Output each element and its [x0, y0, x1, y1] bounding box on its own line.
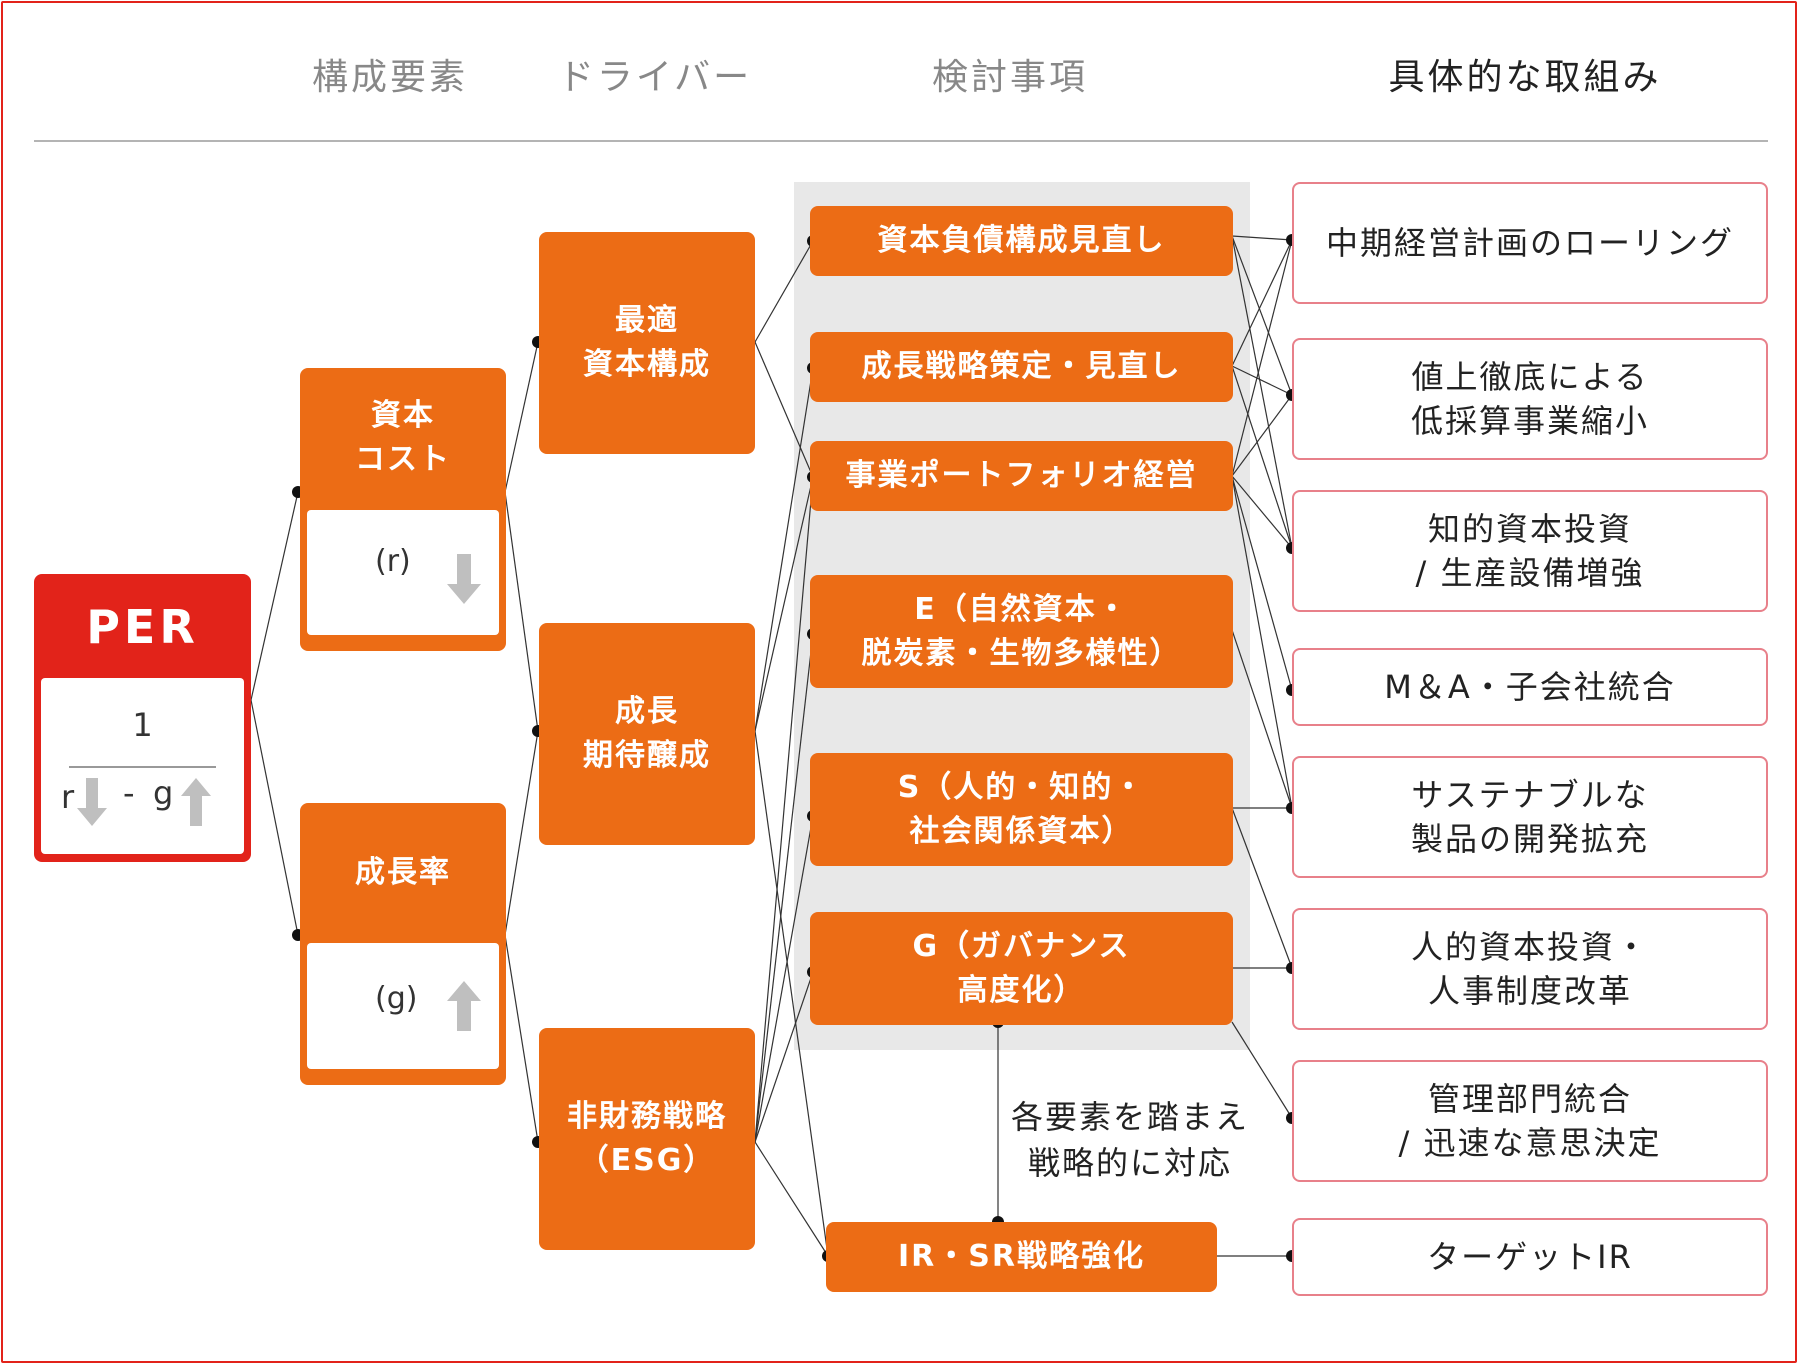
per-r: r — [61, 778, 75, 816]
initiative-price-increase: 値上徹底による 低採算事業縮小 — [1292, 338, 1768, 460]
consideration-label: 事業ポートフォリオ経営 — [845, 458, 1198, 493]
per-minus: - — [123, 774, 135, 812]
initiative-label: 低採算事業縮小 — [1410, 402, 1649, 440]
initiative-human-capital: 人的資本投資・ 人事制度改革 — [1292, 908, 1768, 1030]
consideration-label: IR・SR戦略強化 — [898, 1239, 1145, 1274]
initiative-sustainable-products: サステナブルな 製品の開発拡充 — [1292, 756, 1768, 878]
consideration-governance: G（ガバナンス 高度化） — [810, 912, 1233, 1025]
note-line: 各要素を踏まえ — [1010, 1098, 1249, 1136]
strategy-note: 各要素を踏まえ 戦略的に対応 — [1010, 1094, 1250, 1186]
initiative-label: 中期経営計画のローリング — [1325, 224, 1734, 262]
consideration-capital-debt: 資本負債構成見直し — [810, 206, 1233, 276]
driver-label: 資本構成 — [583, 347, 711, 382]
initiative-label: / 生産設備増強 — [1415, 554, 1645, 592]
driver-growth-expectation: 成長 期待醸成 — [539, 623, 755, 845]
driver-label: （ESG） — [578, 1143, 716, 1178]
initiative-mid-term-plan: 中期経営計画のローリング — [1292, 182, 1768, 304]
header-divider — [34, 140, 1768, 142]
consideration-label: 資本負債構成見直し — [877, 223, 1166, 258]
per-box: PER 1 r - g — [34, 574, 251, 862]
note-line: 戦略的に対応 — [1027, 1144, 1232, 1182]
up-arrow-icon — [447, 981, 481, 1031]
consideration-label: 成長戦略策定・見直し — [861, 349, 1182, 384]
initiative-admin-integration: 管理部門統合 / 迅速な意思決定 — [1292, 1060, 1768, 1182]
header-initiatives: 具体的な取組み — [1388, 57, 1662, 98]
driver-label: 非財務戦略 — [567, 1099, 727, 1134]
initiative-label: 値上徹底による — [1411, 358, 1649, 396]
consideration-label: S（人的・知的・ — [897, 769, 1146, 805]
header-considerations: 検討事項 — [931, 57, 1088, 98]
driver-label: 最適 — [615, 303, 679, 338]
initiative-label: 知的資本投資 — [1427, 510, 1632, 548]
driver-label: 期待醸成 — [583, 738, 711, 773]
consideration-portfolio: 事業ポートフォリオ経営 — [810, 441, 1233, 511]
component-var: (r) — [375, 544, 411, 579]
up-arrow-icon — [181, 778, 211, 826]
driver-non-financial: 非財務戦略 （ESG） — [539, 1028, 755, 1250]
per-numerator: 1 — [132, 706, 153, 744]
component-label: 成長率 — [355, 855, 451, 890]
consideration-label: 高度化） — [957, 972, 1086, 1008]
initiative-label: M＆A・子会社統合 — [1384, 668, 1676, 706]
initiative-label: ターゲットIR — [1427, 1238, 1633, 1276]
down-arrow-icon — [77, 778, 107, 826]
consideration-label: E（自然資本・ — [914, 591, 1129, 627]
component-var: (g) — [375, 981, 418, 1016]
consideration-environment: E（自然資本・ 脱炭素・生物多様性） — [810, 575, 1233, 688]
initiative-label: 製品の開発拡充 — [1410, 820, 1649, 858]
component-growth-rate: 成長率 (g) — [300, 803, 506, 1085]
per-g: g — [153, 774, 174, 812]
per-title: PER — [86, 600, 199, 654]
initiative-mna: M＆A・子会社統合 — [1292, 648, 1768, 726]
driver-optimal-capital: 最適 資本構成 — [539, 232, 755, 454]
consideration-label: 脱炭素・生物多様性） — [861, 635, 1182, 671]
initiative-label: / 迅速な意思決定 — [1398, 1124, 1662, 1162]
component-capital-cost: 資本 コスト (r) — [300, 368, 506, 651]
header-drivers: ドライバー — [557, 57, 753, 98]
component-label: 資本 — [371, 398, 435, 433]
driver-label: 成長 — [615, 694, 679, 729]
consideration-label: 社会関係資本） — [909, 813, 1134, 849]
consideration-ir-sr: IR・SR戦略強化 — [826, 1222, 1217, 1292]
consideration-growth-strategy: 成長戦略策定・見直し — [810, 332, 1233, 402]
consideration-label: G（ガバナンス — [912, 928, 1131, 964]
component-label: コスト — [355, 442, 451, 477]
initiative-label: サステナブルな — [1411, 776, 1649, 814]
component-var-box: (r) — [307, 510, 499, 635]
header-components: 構成要素 — [311, 57, 468, 98]
component-var-box: (g) — [307, 943, 499, 1069]
initiative-intellectual-capital: 知的資本投資 / 生産設備増強 — [1292, 490, 1768, 612]
consideration-social: S（人的・知的・ 社会関係資本） — [810, 753, 1233, 866]
down-arrow-icon — [447, 554, 481, 604]
initiative-label: 人的資本投資・ — [1410, 928, 1649, 966]
initiative-label: 人事制度改革 — [1427, 972, 1632, 1010]
per-formula: 1 r - g — [41, 678, 244, 854]
per-fraction-line — [69, 766, 216, 768]
initiative-label: 管理部門統合 — [1427, 1080, 1632, 1118]
initiative-target-ir: ターゲットIR — [1292, 1218, 1768, 1296]
